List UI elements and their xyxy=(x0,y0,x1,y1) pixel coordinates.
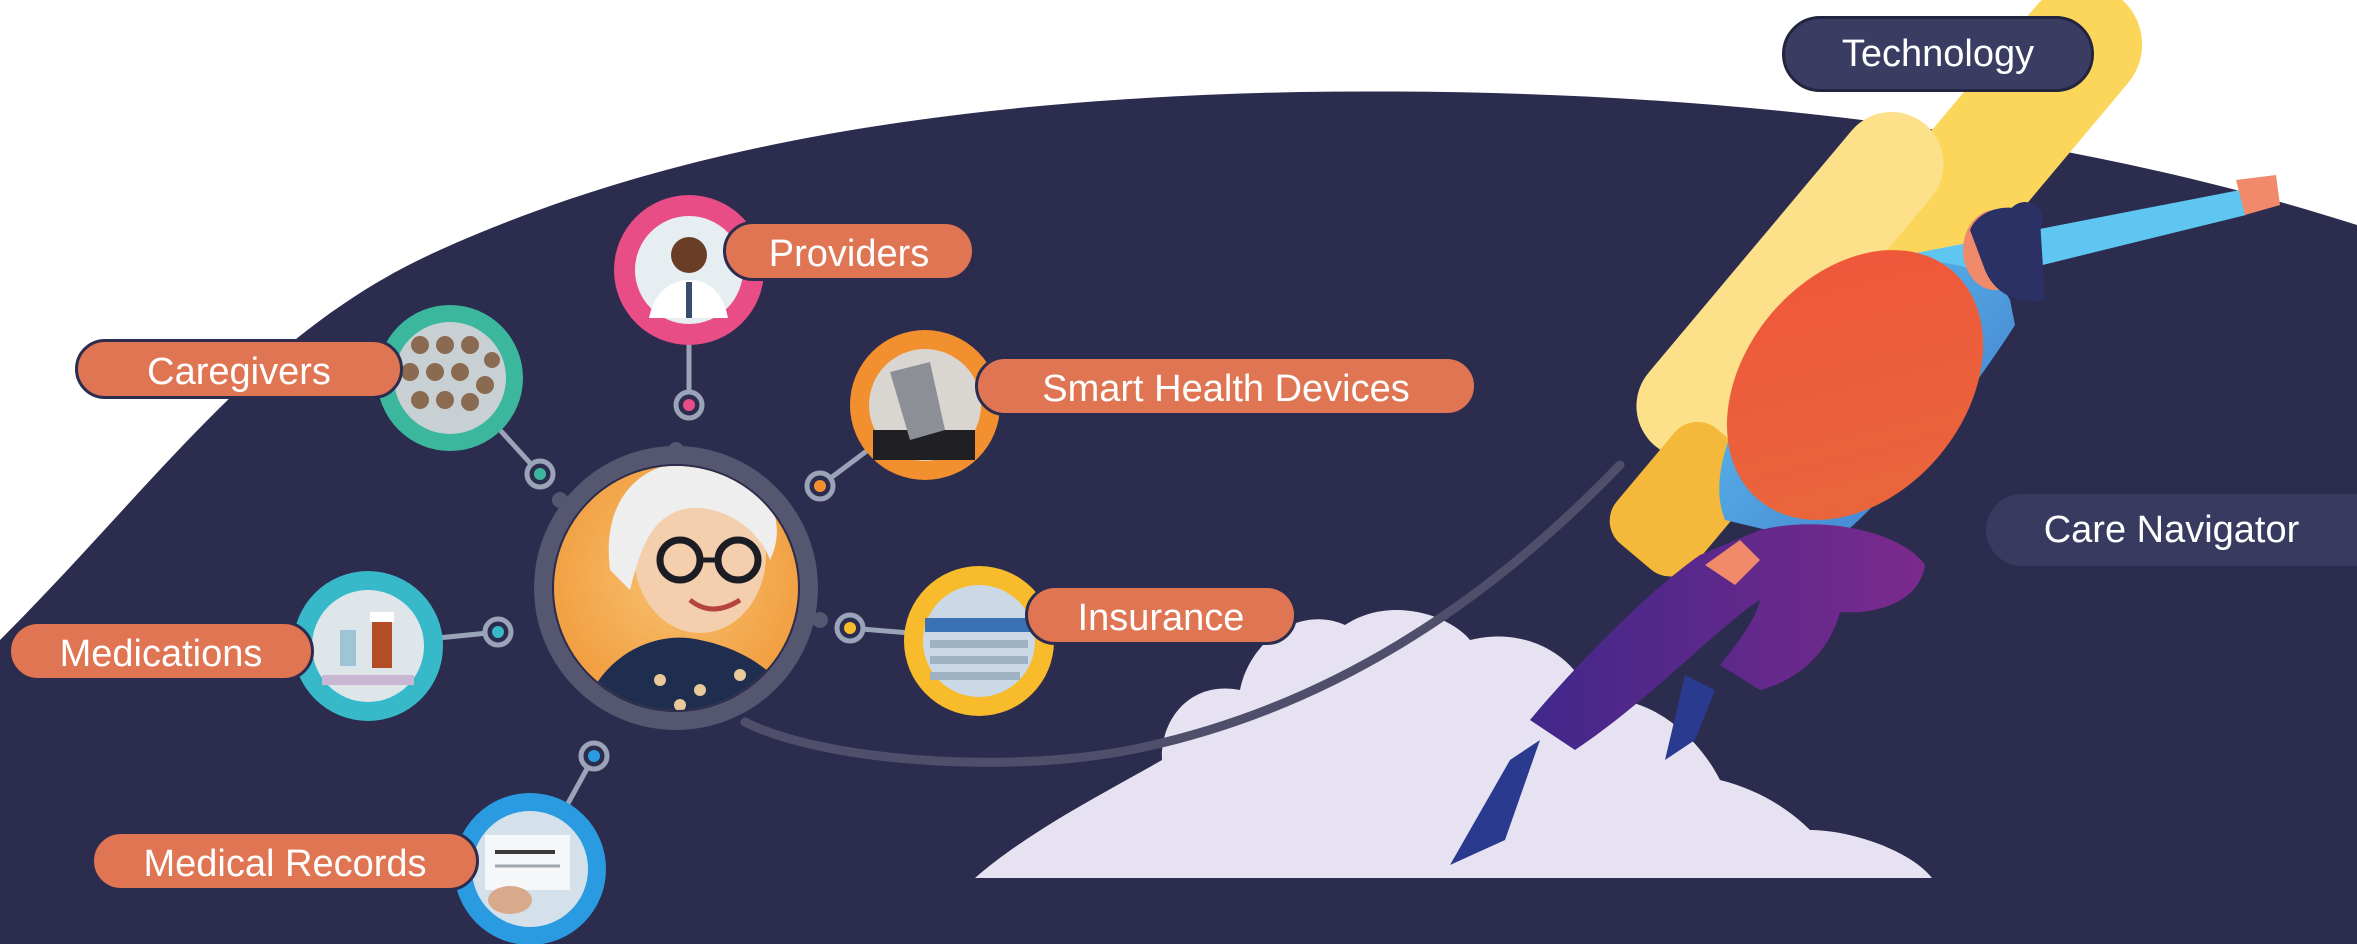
person-illustration xyxy=(1450,175,2280,865)
label-medications: Medications xyxy=(8,621,314,681)
insurance-circle xyxy=(904,566,1054,716)
label-insurance: Insurance xyxy=(1025,585,1297,645)
cloud-shape xyxy=(975,609,1932,878)
caregivers-circle xyxy=(377,305,523,451)
trajectory-line xyxy=(740,460,1625,767)
medical-records-circle xyxy=(454,793,606,944)
medications-circle xyxy=(293,571,443,721)
center-avatar xyxy=(534,442,828,730)
rocket-side xyxy=(1636,111,1944,459)
label-technology: Technology xyxy=(1782,16,2094,92)
label-caregivers: Caregivers xyxy=(75,339,403,399)
label-medical-records: Medical Records xyxy=(91,831,479,891)
providers-circle xyxy=(614,195,764,345)
label-providers: Providers xyxy=(723,221,975,281)
connector-dot-centers xyxy=(492,399,856,762)
label-smart-health-devices: Smart Health Devices xyxy=(975,356,1477,416)
label-care-navigator: Care Navigator xyxy=(1986,494,2357,566)
smart-health-devices-circle xyxy=(850,330,1000,480)
